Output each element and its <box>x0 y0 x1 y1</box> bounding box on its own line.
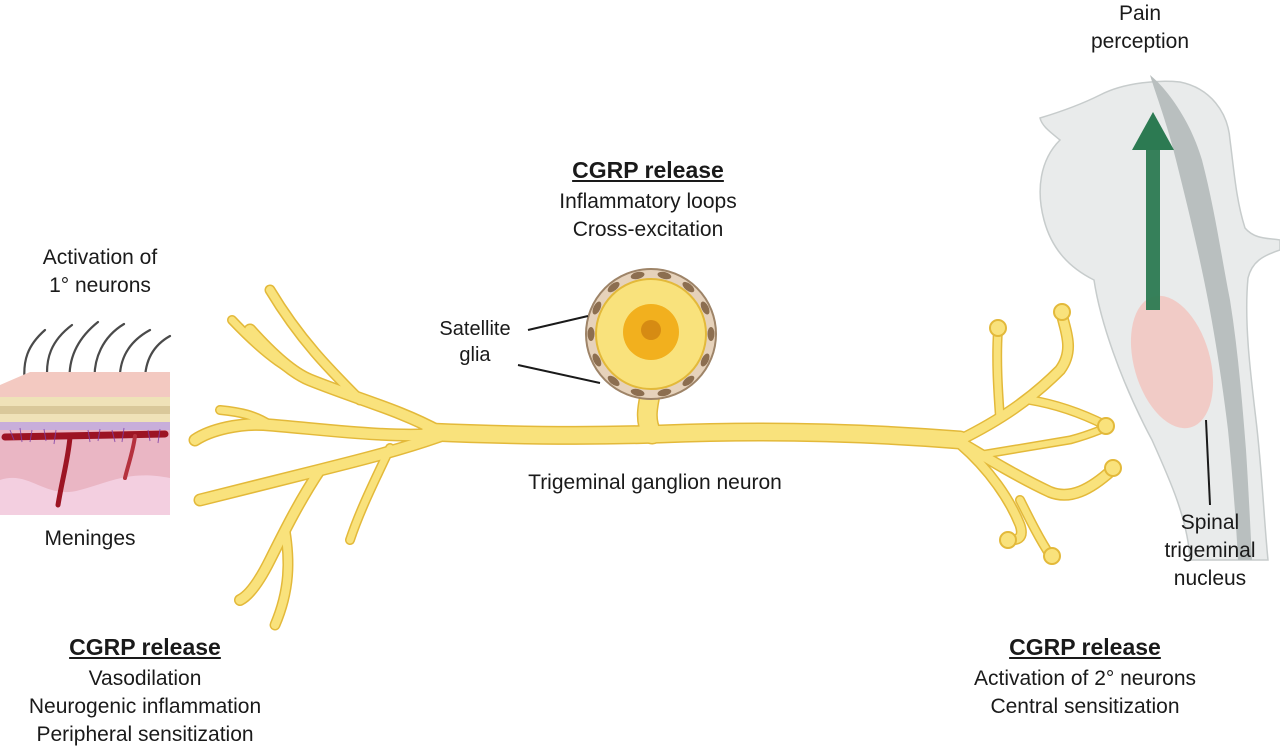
left-cgrp-line: Neurogenic inflammation <box>28 695 262 718</box>
blood-vessels <box>1 430 169 508</box>
pain-arrow-shaft <box>1146 140 1160 310</box>
left-cgrp-block: CGRP release Vasodilation Neurogenic inf… <box>0 633 290 749</box>
dendrite-branch <box>271 526 292 629</box>
right-cgrp-title: CGRP release <box>1009 634 1161 660</box>
top-cgrp-title: CGRP release <box>572 157 724 183</box>
satellite-glia-cell <box>700 301 710 315</box>
dendrite-branch <box>190 419 445 445</box>
satellite-pointer-lines <box>517 315 601 384</box>
satellite-glia-cell <box>592 353 602 367</box>
axon-terminal-knob <box>999 531 1017 549</box>
pain-perception-label: Pain perception <box>1090 2 1190 53</box>
satellite-glia-cell <box>700 353 710 367</box>
top-cgrp-line: Cross-excitation <box>572 218 724 241</box>
soma-nucleolus <box>641 320 661 340</box>
trigeminal-neuron <box>188 284 1122 631</box>
nerve-fibers <box>9 427 161 445</box>
axon-terminal-knob <box>1097 417 1115 435</box>
satellite-glia-cell <box>657 271 672 280</box>
right-cgrp-block: CGRP release Activation of 2° neurons Ce… <box>940 633 1230 721</box>
satellite-glia-cell <box>630 388 645 397</box>
nucleus-pointer-line <box>1205 419 1211 506</box>
left-cgrp-title: CGRP release <box>69 634 221 660</box>
satellite-glia-label: Satellite glia <box>439 318 511 366</box>
brainstem-tract <box>1150 75 1252 560</box>
dermis-layer-3 <box>0 414 170 422</box>
top-cgrp-block: CGRP release Inflammatory loops Cross-ex… <box>518 156 778 244</box>
meninges-illustration <box>0 320 172 515</box>
axon-terminal-knob <box>1053 303 1071 321</box>
dendrite-branch <box>216 406 274 429</box>
axon-terminal-knob <box>1104 459 1122 477</box>
satellite-glia-cell <box>630 271 645 280</box>
left-cgrp-line: Peripheral sensitization <box>36 723 254 746</box>
axon-terminal-knob <box>989 319 1007 337</box>
satellite-glia-cell <box>607 375 620 387</box>
satellite-glia-cells <box>587 271 715 397</box>
top-cgrp-line: Inflammatory loops <box>559 190 737 213</box>
axon <box>422 424 968 448</box>
meninges-membrane <box>0 422 170 430</box>
pain-arrow-head <box>1132 112 1174 150</box>
dermis-layer <box>0 397 170 406</box>
dendrite-branch <box>228 316 314 384</box>
dendrite-branch <box>977 427 1103 458</box>
right-cgrp-line: Central sensitization <box>990 695 1180 718</box>
spinal-trigeminal-nucleus-region <box>1130 295 1214 429</box>
satellite-glia-cell <box>707 327 715 341</box>
satellite-glia-cell <box>607 281 620 293</box>
activation-label: Activation of 1° neurons <box>42 246 158 297</box>
meninges-label: Meninges <box>44 527 136 550</box>
dendrite-branch <box>1026 396 1109 429</box>
satellite-glia-cell <box>587 327 595 341</box>
satellite-glia-cell <box>657 388 672 397</box>
dendrite-branch <box>993 326 1004 422</box>
brainstem-illustration <box>1039 75 1280 561</box>
axon-terminal-knob <box>1043 547 1061 565</box>
ganglion-soma <box>585 268 717 400</box>
dendrite-branch <box>955 310 1073 445</box>
dendrite-branch <box>235 465 325 605</box>
satellite-glia-cell <box>682 281 695 293</box>
spinal-trigeminal-label: Spinal trigeminal nucleus <box>1164 511 1256 590</box>
satellite-glia-cell <box>592 301 602 315</box>
left-cgrp-line: Vasodilation <box>88 667 202 690</box>
dermis-layer-2 <box>0 406 170 414</box>
right-cgrp-line: Activation of 2° neurons <box>973 667 1197 690</box>
tissue-lower <box>0 475 170 515</box>
dendrite-branch <box>346 444 394 544</box>
satellite-glia-cell <box>682 375 695 387</box>
neuron-label: Trigeminal ganglion neuron <box>528 471 782 494</box>
dendrite-branch <box>266 286 364 404</box>
skin-epidermis <box>0 385 170 397</box>
